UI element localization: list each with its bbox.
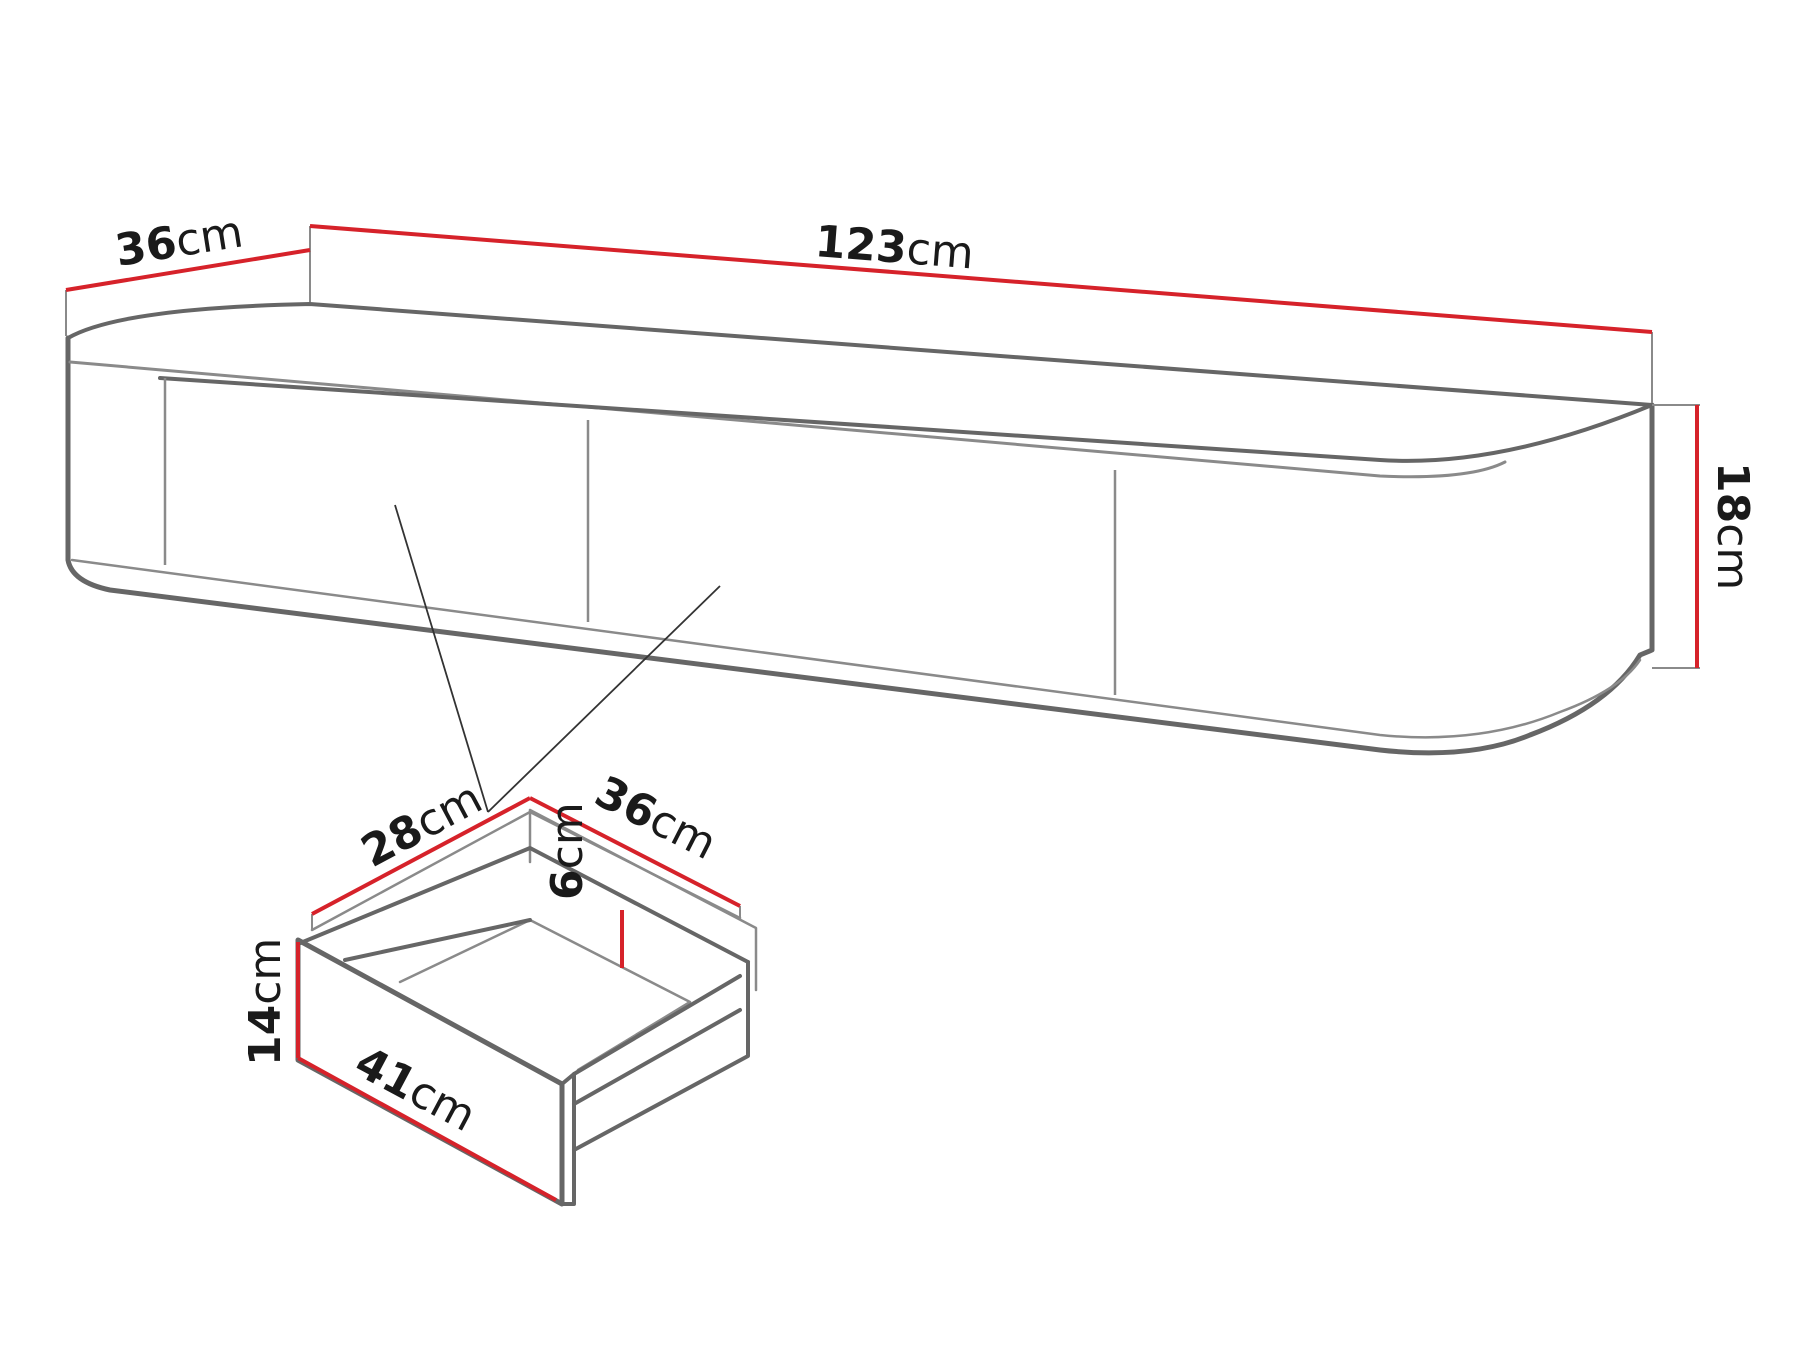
dimension-labels: 36cm 123cm 18cm 28cm 36cm 6cm 14cm 41cm <box>112 206 1758 1142</box>
cabinet-depth-dimension-line <box>65 248 311 292</box>
cabinet-dimension-lines <box>65 224 1700 669</box>
cabinet-front-lip-edge <box>158 376 1654 463</box>
cabinet-height-label: 18cm <box>1707 462 1758 590</box>
cabinet-depth-label: 36cm <box>112 206 247 276</box>
drawer-floor-inner <box>343 918 532 962</box>
drawer-dimension-lines <box>296 796 741 1202</box>
drawer-detail <box>295 808 758 1207</box>
leader-line-left <box>394 504 489 813</box>
drawer-depth-label: 36cm <box>587 766 724 870</box>
drawer-front-panel-side <box>560 1072 576 1206</box>
drawer-right-wall <box>572 960 750 1152</box>
drawer-floor <box>398 918 692 1072</box>
drawer-left-wall <box>296 846 750 964</box>
drawer-width-label: 28cm <box>353 772 490 877</box>
cabinet-front-top-edge <box>68 360 1507 479</box>
drawer-front-height-label: 14cm <box>240 938 291 1066</box>
drawer-inner-height-label: 6cm <box>542 802 593 900</box>
drawer-front-width-dimension-line <box>297 1056 557 1202</box>
cabinet-width-dimension-line <box>309 224 1653 334</box>
drawer-outer-rim <box>310 810 742 932</box>
cabinet-bottom-inner-edge <box>70 558 1642 739</box>
drawer-depth-dimension-line <box>529 796 741 908</box>
drawer-width-dimension-line <box>311 796 531 916</box>
cabinet-outer-outline <box>65 335 1655 756</box>
wall-cabinet <box>65 302 1655 756</box>
cabinet-top-back-edge <box>66 302 1654 407</box>
detail-leader-lines <box>394 504 721 813</box>
cabinet-width-label: 123cm <box>813 216 975 279</box>
leader-line-right <box>487 585 721 813</box>
